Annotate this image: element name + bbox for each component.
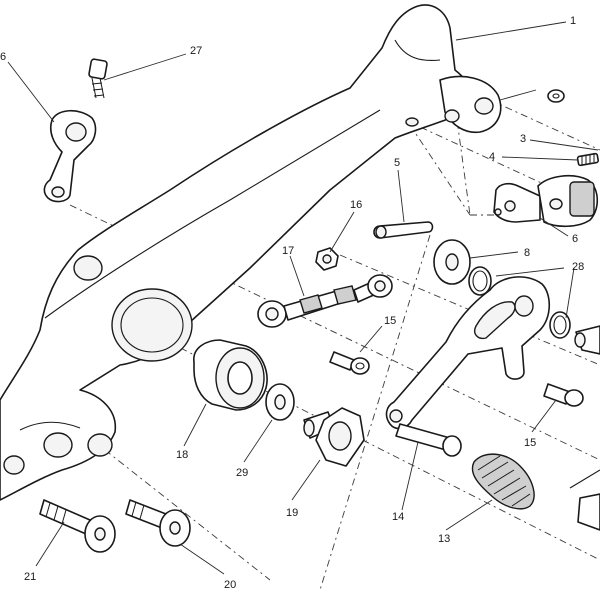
leader-lines [7,21,599,575]
callout-14: 14 [392,511,404,523]
bushing-18 [193,339,268,411]
callout-5: 5 [394,157,400,169]
switch-body-6 [493,174,599,228]
bolt-20 [125,499,191,547]
callout-4: 4 [489,151,495,163]
bolt-15-center [329,351,370,375]
callout-28: 28 [572,261,584,273]
callout-15-right: 15 [524,437,536,449]
washer-29 [265,383,295,421]
washer-8 [433,239,471,285]
o-ring-28-a [468,266,492,296]
callout-27: 27 [190,45,202,57]
shift-rod-17 [257,274,393,328]
gear-lever [385,276,551,430]
screw-27 [88,58,108,99]
callout-20: 20 [224,579,236,591]
bolt-21 [39,499,116,553]
lever-arm-left [43,109,97,203]
o-ring-28-b [549,311,571,339]
callout-3: 3 [520,133,526,145]
peg-pin-14 [395,423,462,457]
spring-pin-4 [576,152,600,167]
clip-2 [547,89,565,103]
callout-18: 18 [176,449,188,461]
callout-labels: 1 6 27 3 4 6 5 16 17 8 28 15 15 18 29 19… [0,15,584,591]
bolt-15-right [543,383,584,407]
edge-part-right [569,325,600,531]
callout-15-center: 15 [384,315,396,327]
callout-19: 19 [286,507,298,519]
callout-6-left: 6 [0,51,6,63]
callout-29: 29 [236,467,248,479]
callout-1: 1 [570,15,576,27]
pivot-bolt-19 [303,407,365,467]
callout-17: 17 [282,245,294,257]
callout-13: 13 [438,533,450,545]
callout-8: 8 [524,247,530,259]
pin-5 [373,221,434,239]
rubber-peg-13 [471,453,535,510]
callout-21: 21 [24,571,36,583]
callout-16: 16 [350,199,362,211]
callout-6-right: 6 [572,233,578,245]
nut-16 [315,247,339,271]
footpeg-bracket [0,4,502,501]
